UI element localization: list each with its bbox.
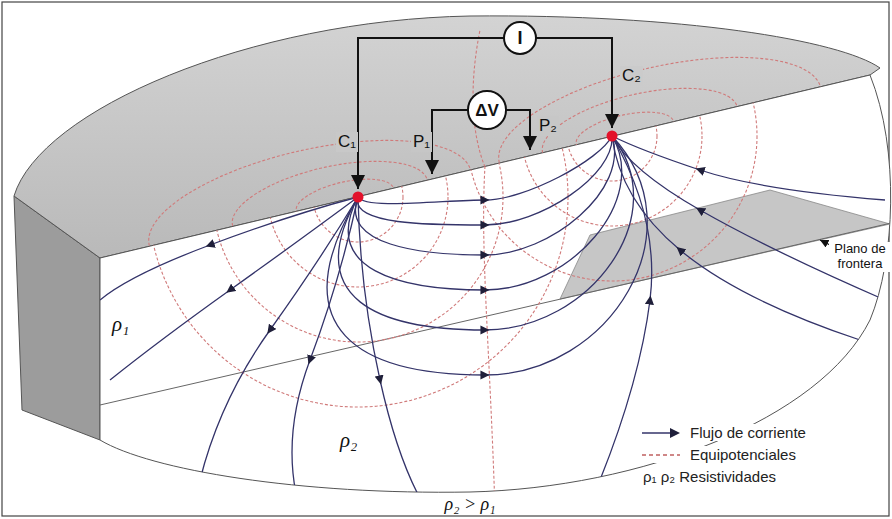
electrode-label: C₂ (620, 66, 643, 86)
meter-label: ΔV (475, 102, 499, 119)
resistivity-relation: ρ₂ > ρ₁ (443, 494, 498, 515)
boundary-plane (560, 190, 890, 299)
legend-text: ρ₁ ρ₂ Resistividades (643, 468, 776, 485)
meter-label: I (517, 29, 522, 47)
boundary-label: Plano de frontera (834, 241, 885, 271)
meter-circle: I (503, 21, 537, 55)
resistivity-label: ρ₁ (112, 312, 129, 336)
resistivity-relation: ρ₂ > ρ₁ (445, 494, 496, 514)
resistivity-label: ρ₂ (340, 428, 357, 452)
electrode-label: C₁ (336, 132, 358, 152)
boundary-label: Plano de frontera (829, 242, 891, 272)
meter-circle: ΔV (467, 90, 507, 130)
electrode-label: C₂ (622, 66, 641, 85)
electrode-label: P₂ (539, 116, 557, 135)
legend-row: ρ₁ ρ₂ Resistividades (643, 468, 776, 485)
surface-equipotentials (136, 30, 834, 302)
resistivity-label: ρ₁ (110, 312, 131, 336)
wires (358, 38, 612, 189)
electrode-label: P₂ (537, 116, 559, 136)
resistivity-label: ρ₂ (338, 428, 359, 452)
legend-arrow-sample (640, 425, 688, 441)
electrode-label: C₁ (338, 132, 356, 151)
current-electrode (607, 131, 618, 142)
electrode-label: P₁ (413, 132, 430, 151)
electrode-label: P₁ (411, 132, 432, 152)
current-electrode (353, 192, 364, 203)
cross-section (100, 75, 891, 492)
legend-row: Flujo de corriente (640, 424, 806, 441)
legend-text: Equipotenciales (690, 446, 796, 463)
legend-dash-sample (640, 447, 688, 463)
current-flow-lines (100, 136, 885, 515)
legend-row: Equipotenciales (640, 446, 796, 463)
legend-text: Flujo de corriente (690, 424, 806, 441)
